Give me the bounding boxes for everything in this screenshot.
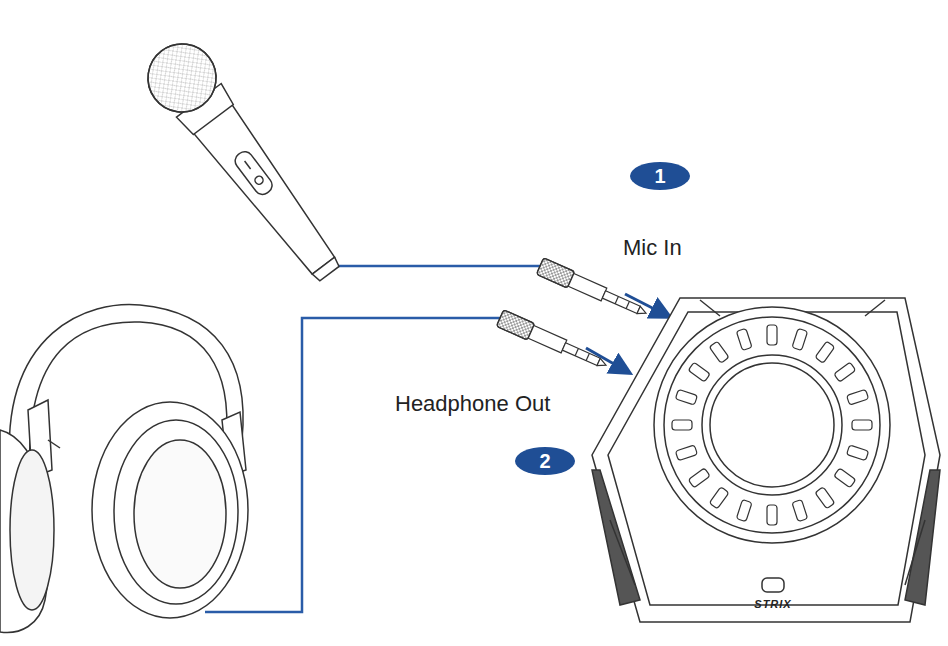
callout-oval: 1 [630, 162, 690, 190]
knob-slot [675, 445, 697, 461]
knob-slot [792, 328, 808, 350]
knob-slot [688, 468, 710, 488]
knob-slot [709, 487, 729, 509]
callout-number: 2 [539, 451, 550, 471]
knob-slot [847, 445, 869, 461]
port-label: Headphone Out [395, 392, 550, 416]
knob-slot [852, 420, 872, 430]
callout-number: 1 [654, 166, 665, 186]
headphones [0, 304, 248, 632]
knob-slot [736, 500, 752, 522]
knob-slots [672, 325, 872, 525]
knob-slot [815, 487, 835, 509]
headphone-jack [496, 310, 609, 374]
knob-slot [767, 505, 777, 525]
port-label: Mic In [623, 236, 682, 260]
microphone [134, 30, 356, 294]
knob-slot [792, 500, 808, 522]
mic-jack [536, 258, 649, 322]
insert-arrow [586, 348, 628, 372]
knob-slot [709, 341, 729, 363]
knob-slot [834, 468, 856, 488]
knob-slot [815, 341, 835, 363]
knob-slot [675, 389, 697, 405]
insert-arrow [625, 294, 668, 316]
mic-cable [318, 265, 545, 268]
knob-slot [736, 328, 752, 350]
callout-oval: 2 [515, 447, 575, 475]
knob-slot [672, 420, 692, 430]
knob-slot [847, 389, 869, 405]
knob-slot [688, 362, 710, 382]
brand-logo: STRIX [754, 598, 791, 610]
headphone-cable [205, 318, 505, 612]
knob-slot [767, 325, 777, 345]
strix-device [592, 298, 940, 622]
knob-slot [834, 362, 856, 382]
